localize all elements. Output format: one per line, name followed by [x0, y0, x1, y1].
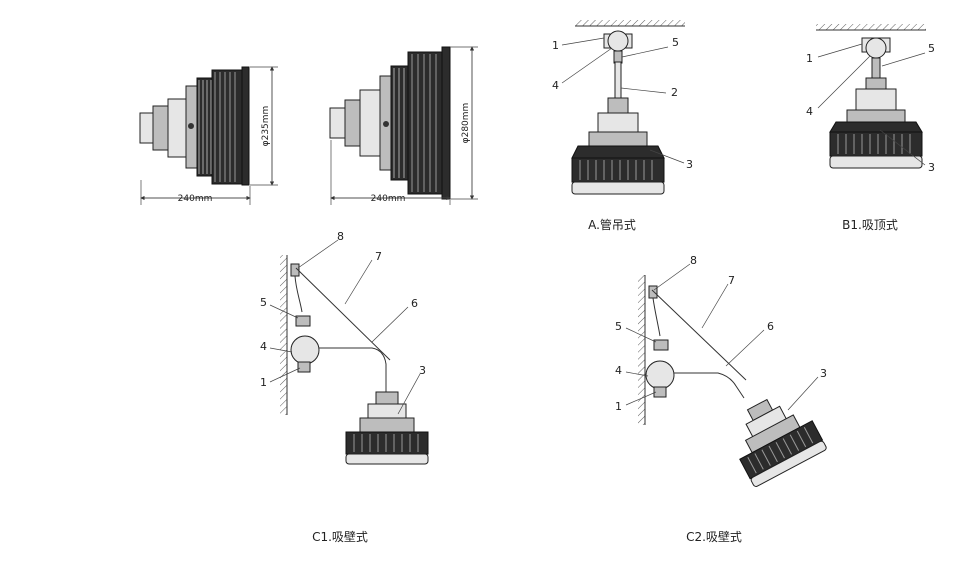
- view-c2-wall-mount: 8 7 6 5 4 1 3 C2.吸壁式: [615, 254, 827, 544]
- callout-1-a: 1: [552, 39, 559, 52]
- callout-1-b1: 1: [806, 52, 813, 65]
- fins-small-2: [214, 72, 236, 182]
- fins-a: [579, 160, 653, 180]
- callout-4-c1: 4: [260, 340, 267, 353]
- side-view-small: 240mm φ235mm: [139, 66, 278, 205]
- callout-7-c1: 7: [375, 250, 382, 263]
- fins-c1: [353, 434, 419, 452]
- callout-3-b1: 3: [928, 161, 935, 174]
- side-view-large: 240mm φ280mm: [329, 46, 478, 205]
- callout-8-c2: 8: [690, 254, 697, 267]
- callout-5-b1: 5: [928, 42, 935, 55]
- caption-c1: C1.吸壁式: [312, 529, 368, 544]
- view-c1-wall-mount: 8 7 6 5 4 1 3 C1.吸壁式: [260, 230, 429, 544]
- fins-b1: [837, 134, 911, 154]
- callout-2-a: 2: [671, 86, 678, 99]
- callout-6-c2: 6: [767, 320, 774, 333]
- callout-5-c2: 5: [615, 320, 622, 333]
- callout-8-c1: 8: [337, 230, 344, 243]
- caption-c2: C2.吸壁式: [686, 529, 742, 544]
- callout-3-c2: 3: [820, 367, 827, 380]
- callout-1-c1: 1: [260, 376, 267, 389]
- callout-3-a: 3: [686, 158, 693, 171]
- callout-4-a: 4: [552, 79, 559, 92]
- callout-6-c1: 6: [411, 297, 418, 310]
- width-label-small: 240mm: [178, 194, 213, 204]
- fins-large: [393, 68, 405, 178]
- width-label-large: 240mm: [371, 194, 406, 204]
- callout-1-c2: 1: [615, 400, 622, 413]
- callout-4-c2: 4: [615, 364, 622, 377]
- caption-b1: B1.吸顶式: [842, 218, 898, 232]
- callout-5-a: 5: [672, 36, 679, 49]
- diameter-label-large: φ280mm: [461, 103, 471, 144]
- view-b1-ceiling-mount: 1 4 5 3 B1.吸顶式: [806, 24, 935, 232]
- callout-3-c1: 3: [419, 364, 426, 377]
- caption-a: A.管吊式: [588, 217, 636, 232]
- callout-7-c2: 7: [728, 274, 735, 287]
- fins-small: [198, 80, 212, 174]
- tilted-luminaire-c2: [739, 398, 827, 487]
- diameter-label-small: φ235mm: [261, 106, 271, 147]
- callout-4-b1: 4: [806, 105, 813, 118]
- callout-5-c1: 5: [260, 296, 267, 309]
- view-a-pipe-pendant: 1 4 5 2 3 A.管吊式: [552, 20, 693, 232]
- fins-large-2: [411, 54, 437, 192]
